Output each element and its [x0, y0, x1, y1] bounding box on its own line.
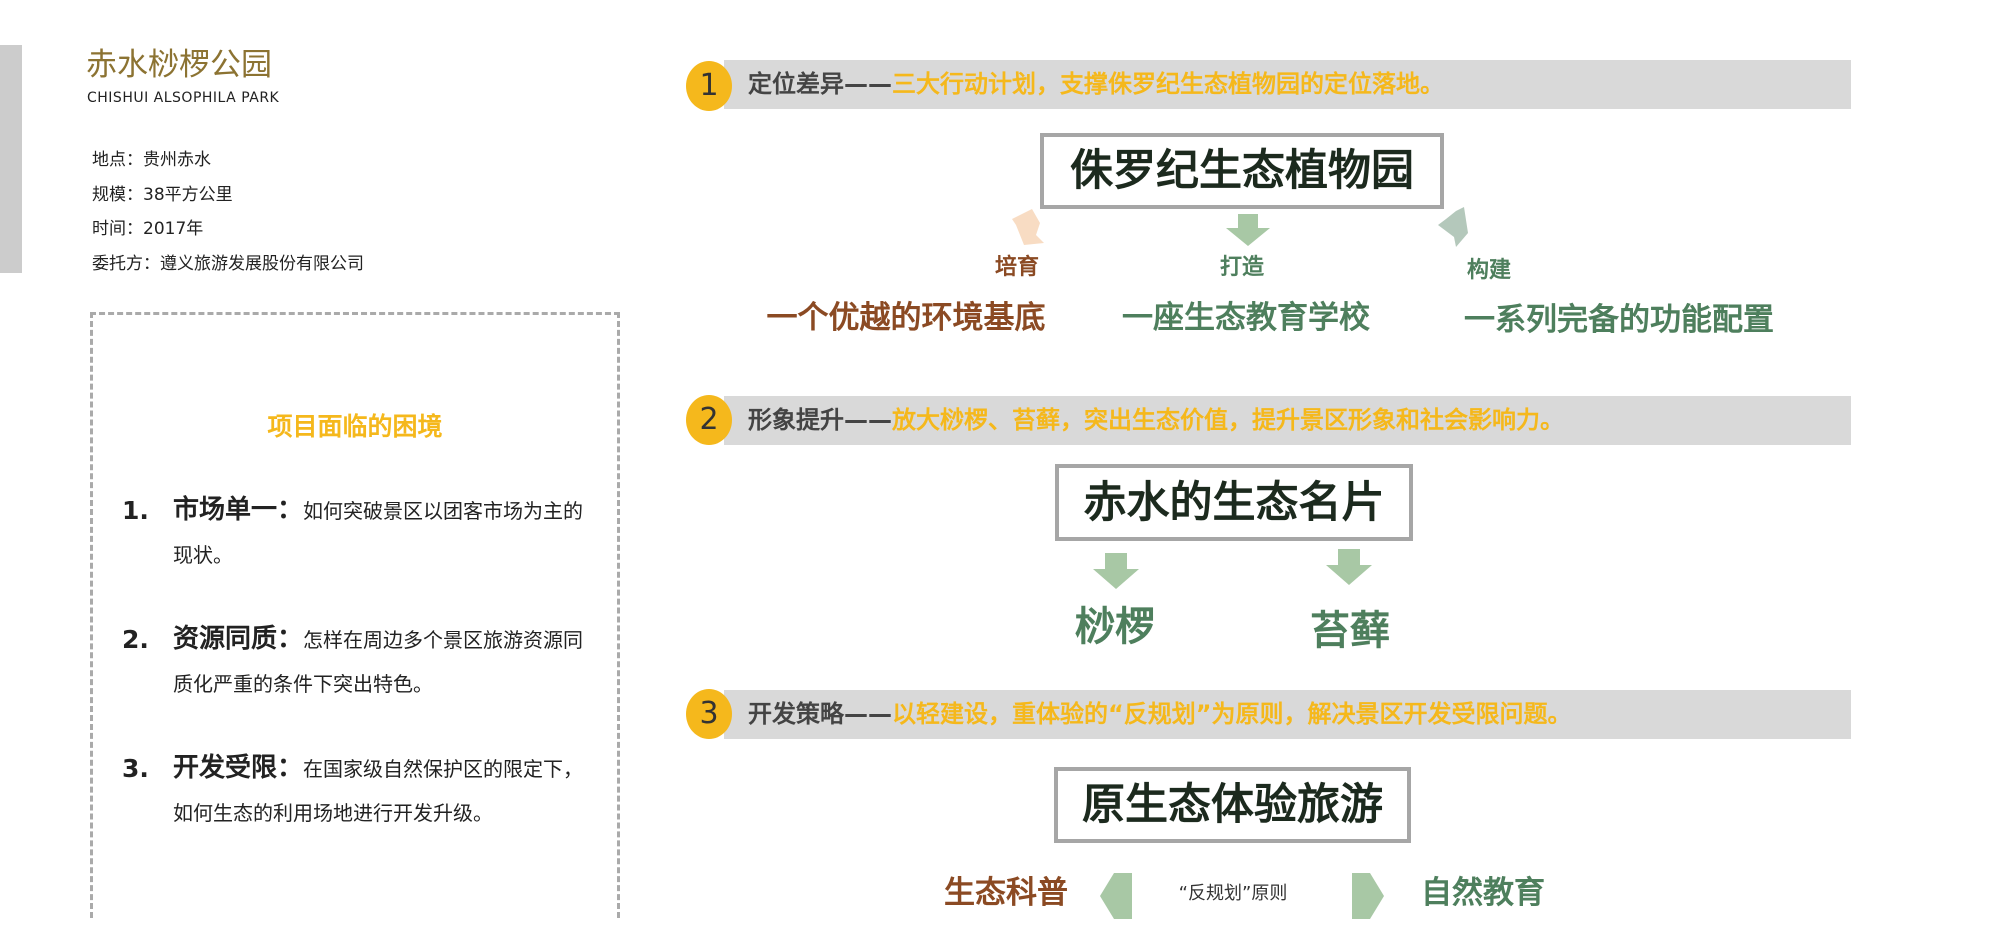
nature-education-label: 自然教育: [1421, 875, 1545, 911]
sidebar-accent-bar: [0, 45, 22, 273]
section-3-heading: 开发策略——以轻建设，重体验的“反规划”为原则，解决景区开发受限问题。: [748, 690, 1572, 739]
heading-desc: 放大桫椤、苔藓，突出生态价值，提升景区形象和社会影响力。: [892, 406, 1564, 434]
challenges-title: 项目面临的困境: [267, 412, 443, 441]
verb-cultivate: 培育: [995, 255, 1040, 280]
section-1-heading: 定位差异——三大行动计划，支撑侏罗纪生态植物园的定位落地。: [748, 60, 1444, 109]
target-facilities: 一系列完备的功能配置: [1464, 302, 1774, 338]
info-location: 地点：贵州赤水: [92, 150, 211, 170]
target-alsophila: 桫椤: [1075, 604, 1155, 650]
section-3-banner: [724, 690, 1851, 739]
section-1-number: 1: [686, 61, 732, 111]
jurassic-park-box: 侏罗纪生态植物园: [1040, 133, 1444, 209]
item-text: 在国家级自然保护区的限定下，如何生态的利用场地进行开发升级。: [173, 757, 584, 825]
arrow-right-icon: [1352, 873, 1384, 919]
heading-desc: 以轻建设，重体验的“反规划”为原则，解决景区开发受限问题。: [892, 700, 1572, 728]
target-environment: 一个优越的环境基底: [766, 300, 1046, 336]
verb-construct: 构建: [1467, 258, 1512, 283]
heading-desc: 三大行动计划，支撑侏罗纪生态植物园的定位落地。: [892, 70, 1444, 98]
eco-tourism-box: 原生态体验旅游: [1054, 767, 1411, 843]
section-2-number: 2: [686, 395, 732, 445]
arrow-down-left-icon: [1012, 209, 1044, 245]
section-2-banner: [724, 396, 1851, 445]
section-1-banner: [724, 60, 1851, 109]
challenges-panel: [90, 312, 620, 918]
eco-card-box: 赤水的生态名片: [1055, 464, 1413, 541]
anti-planning-principle: “反规划”原则: [1178, 883, 1288, 904]
section-3-number: 3: [686, 689, 732, 739]
item-label: 市场单一：: [173, 495, 304, 525]
section-2-heading: 形象提升——放大桫椤、苔藓，突出生态价值，提升景区形象和社会影响力。: [748, 396, 1564, 445]
heading-key: 开发策略——: [748, 700, 892, 728]
arrow-down-icon: [1093, 553, 1139, 589]
item-text: 如何突破景区以团客市场为主的现状。: [173, 499, 584, 567]
item-text: 怎样在周边多个景区旅游资源同质化严重的条件下突出特色。: [173, 628, 584, 696]
arrow-down-icon: [1326, 549, 1372, 585]
arrow-down-icon: [1226, 214, 1270, 246]
heading-key: 定位差异——: [748, 70, 892, 98]
target-moss: 苔藓: [1310, 608, 1390, 654]
project-subtitle: CHISHUI ALSOPHILA PARK: [87, 90, 280, 106]
info-scale: 规模：38平方公里: [92, 185, 233, 205]
item-number: 1.: [122, 496, 149, 525]
heading-key: 形象提升——: [748, 406, 892, 434]
info-client: 委托方：遵义旅游发展股份有限公司: [92, 254, 364, 274]
target-school: 一座生态教育学校: [1122, 300, 1370, 336]
item-number: 3.: [122, 754, 149, 783]
project-title: 赤水桫椤公园: [86, 47, 272, 83]
item-label: 资源同质：: [173, 624, 304, 654]
eco-science-label: 生态科普: [944, 875, 1068, 911]
info-time: 时间：2017年: [92, 219, 204, 239]
item-label: 开发受限：: [173, 753, 304, 783]
arrow-down-right-icon: [1438, 207, 1468, 247]
verb-build: 打造: [1220, 255, 1265, 280]
arrow-left-icon: [1100, 873, 1132, 919]
item-number: 2.: [122, 625, 149, 654]
